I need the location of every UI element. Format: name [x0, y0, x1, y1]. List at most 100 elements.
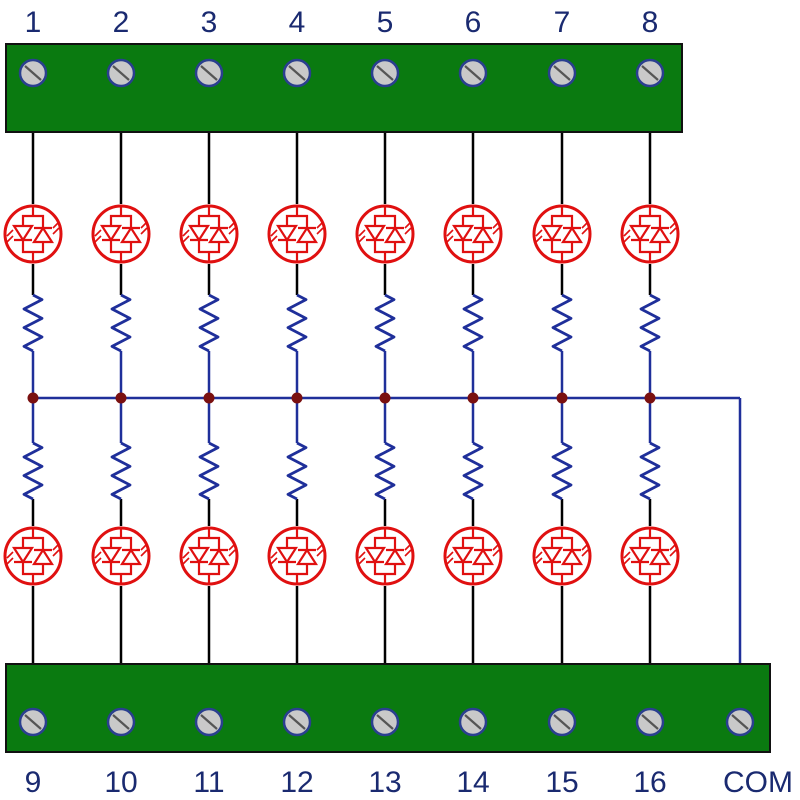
led-emission-arrow — [669, 227, 677, 235]
led-rail — [285, 562, 297, 576]
terminal-label-bottom: 14 — [456, 766, 489, 799]
led-emission-arrow — [581, 221, 589, 229]
led-rail — [638, 562, 650, 576]
led-emission-arrow — [316, 221, 324, 229]
led-emission-arrow — [623, 235, 631, 243]
led-rail — [385, 242, 397, 254]
bicolor-led-icon — [443, 204, 503, 264]
screw-terminal-icon — [458, 707, 488, 737]
screw-slot — [288, 65, 306, 81]
led-rail — [197, 240, 209, 254]
screw-terminal-icon — [458, 58, 488, 88]
screw-slot — [376, 65, 394, 81]
led-emission-arrow — [6, 557, 14, 565]
terminal-label-bottom: 16 — [633, 766, 666, 799]
led-emission-arrow — [228, 227, 236, 235]
terminal-label-top: 7 — [554, 6, 571, 39]
led-emission-arrow — [623, 551, 631, 559]
led-emission-arrow — [581, 227, 589, 235]
led-emission-arrow — [446, 229, 454, 237]
led-rail — [285, 214, 297, 226]
led-emission-arrow — [358, 229, 366, 237]
screw-terminal-icon — [547, 707, 577, 737]
resistor-icon — [639, 293, 661, 353]
led-emission-arrow — [6, 551, 14, 559]
led-emission-arrow — [182, 235, 190, 243]
led-rail — [473, 564, 485, 576]
screw-terminal-icon — [635, 58, 665, 88]
screw-slot — [464, 714, 482, 730]
bicolor-led-icon — [3, 204, 63, 264]
led-rail — [33, 536, 45, 550]
resistor-icon — [110, 293, 132, 353]
led-rail — [121, 536, 133, 550]
led-emission-arrow — [140, 543, 148, 551]
bicolor-led-icon — [179, 204, 239, 264]
junction-dot — [115, 392, 127, 404]
led-emission-arrow — [94, 557, 102, 565]
led-emission-arrow — [535, 229, 543, 237]
bicolor-led-icon — [355, 526, 415, 586]
led-rail — [197, 562, 209, 576]
led-emission-arrow — [228, 549, 236, 557]
screw-slot — [200, 65, 218, 81]
terminal-label-top: 3 — [201, 6, 218, 39]
bicolor-led-icon — [620, 204, 680, 264]
bicolor-led-icon — [91, 204, 151, 264]
led-rail — [650, 564, 662, 576]
led-emission-arrow — [358, 235, 366, 243]
led-rail — [109, 562, 121, 576]
screw-terminal-icon — [370, 707, 400, 737]
screw-slot — [641, 65, 659, 81]
terminal-label-bottom: 10 — [104, 766, 137, 799]
led-emission-arrow — [581, 543, 589, 551]
led-emission-arrow — [182, 557, 190, 565]
terminal-label-top: 5 — [377, 6, 394, 39]
screw-terminal-icon — [194, 707, 224, 737]
led-rail — [33, 242, 45, 254]
terminal-label-top: 2 — [113, 6, 130, 39]
led-emission-arrow — [182, 229, 190, 237]
led-emission-arrow — [358, 557, 366, 565]
screw-slot — [376, 714, 394, 730]
screw-terminal-icon — [282, 707, 312, 737]
bicolor-led-icon — [3, 526, 63, 586]
bicolor-led-icon — [443, 526, 503, 586]
wires-layer — [31, 132, 742, 664]
led-emission-arrow — [94, 551, 102, 559]
top-terminal-block — [5, 43, 683, 133]
led-emission-arrow — [446, 557, 454, 565]
led-rail — [473, 242, 485, 254]
bicolor-led-icon — [532, 204, 592, 264]
resistor-icon — [198, 441, 220, 501]
led-emission-arrow — [316, 543, 324, 551]
led-rail — [297, 564, 309, 576]
led-rail — [650, 536, 662, 550]
led-rail — [285, 536, 297, 548]
led-rail — [373, 240, 385, 254]
led-emission-arrow — [270, 235, 278, 243]
led-emission-arrow — [492, 221, 500, 229]
screw-terminal-icon — [370, 58, 400, 88]
led-rail — [461, 562, 473, 576]
resistor-icon — [374, 441, 396, 501]
led-emission-arrow — [669, 221, 677, 229]
led-rail — [385, 214, 397, 228]
resistor-icon — [551, 293, 573, 353]
junction-dot — [27, 392, 39, 404]
led-emission-arrow — [404, 221, 412, 229]
led-emission-arrow — [94, 235, 102, 243]
led-emission-arrow — [581, 549, 589, 557]
led-rail — [373, 562, 385, 576]
junction-dot — [644, 392, 656, 404]
screw-slot — [553, 65, 571, 81]
resistor-icon — [22, 441, 44, 501]
led-emission-arrow — [6, 229, 14, 237]
led-rail — [33, 214, 45, 228]
led-emission-arrow — [52, 543, 60, 551]
led-rail — [550, 240, 562, 254]
resistor-icon — [462, 293, 484, 353]
terminal-label-top: 4 — [289, 6, 306, 39]
led-rail — [121, 214, 133, 228]
led-rail — [297, 214, 309, 228]
